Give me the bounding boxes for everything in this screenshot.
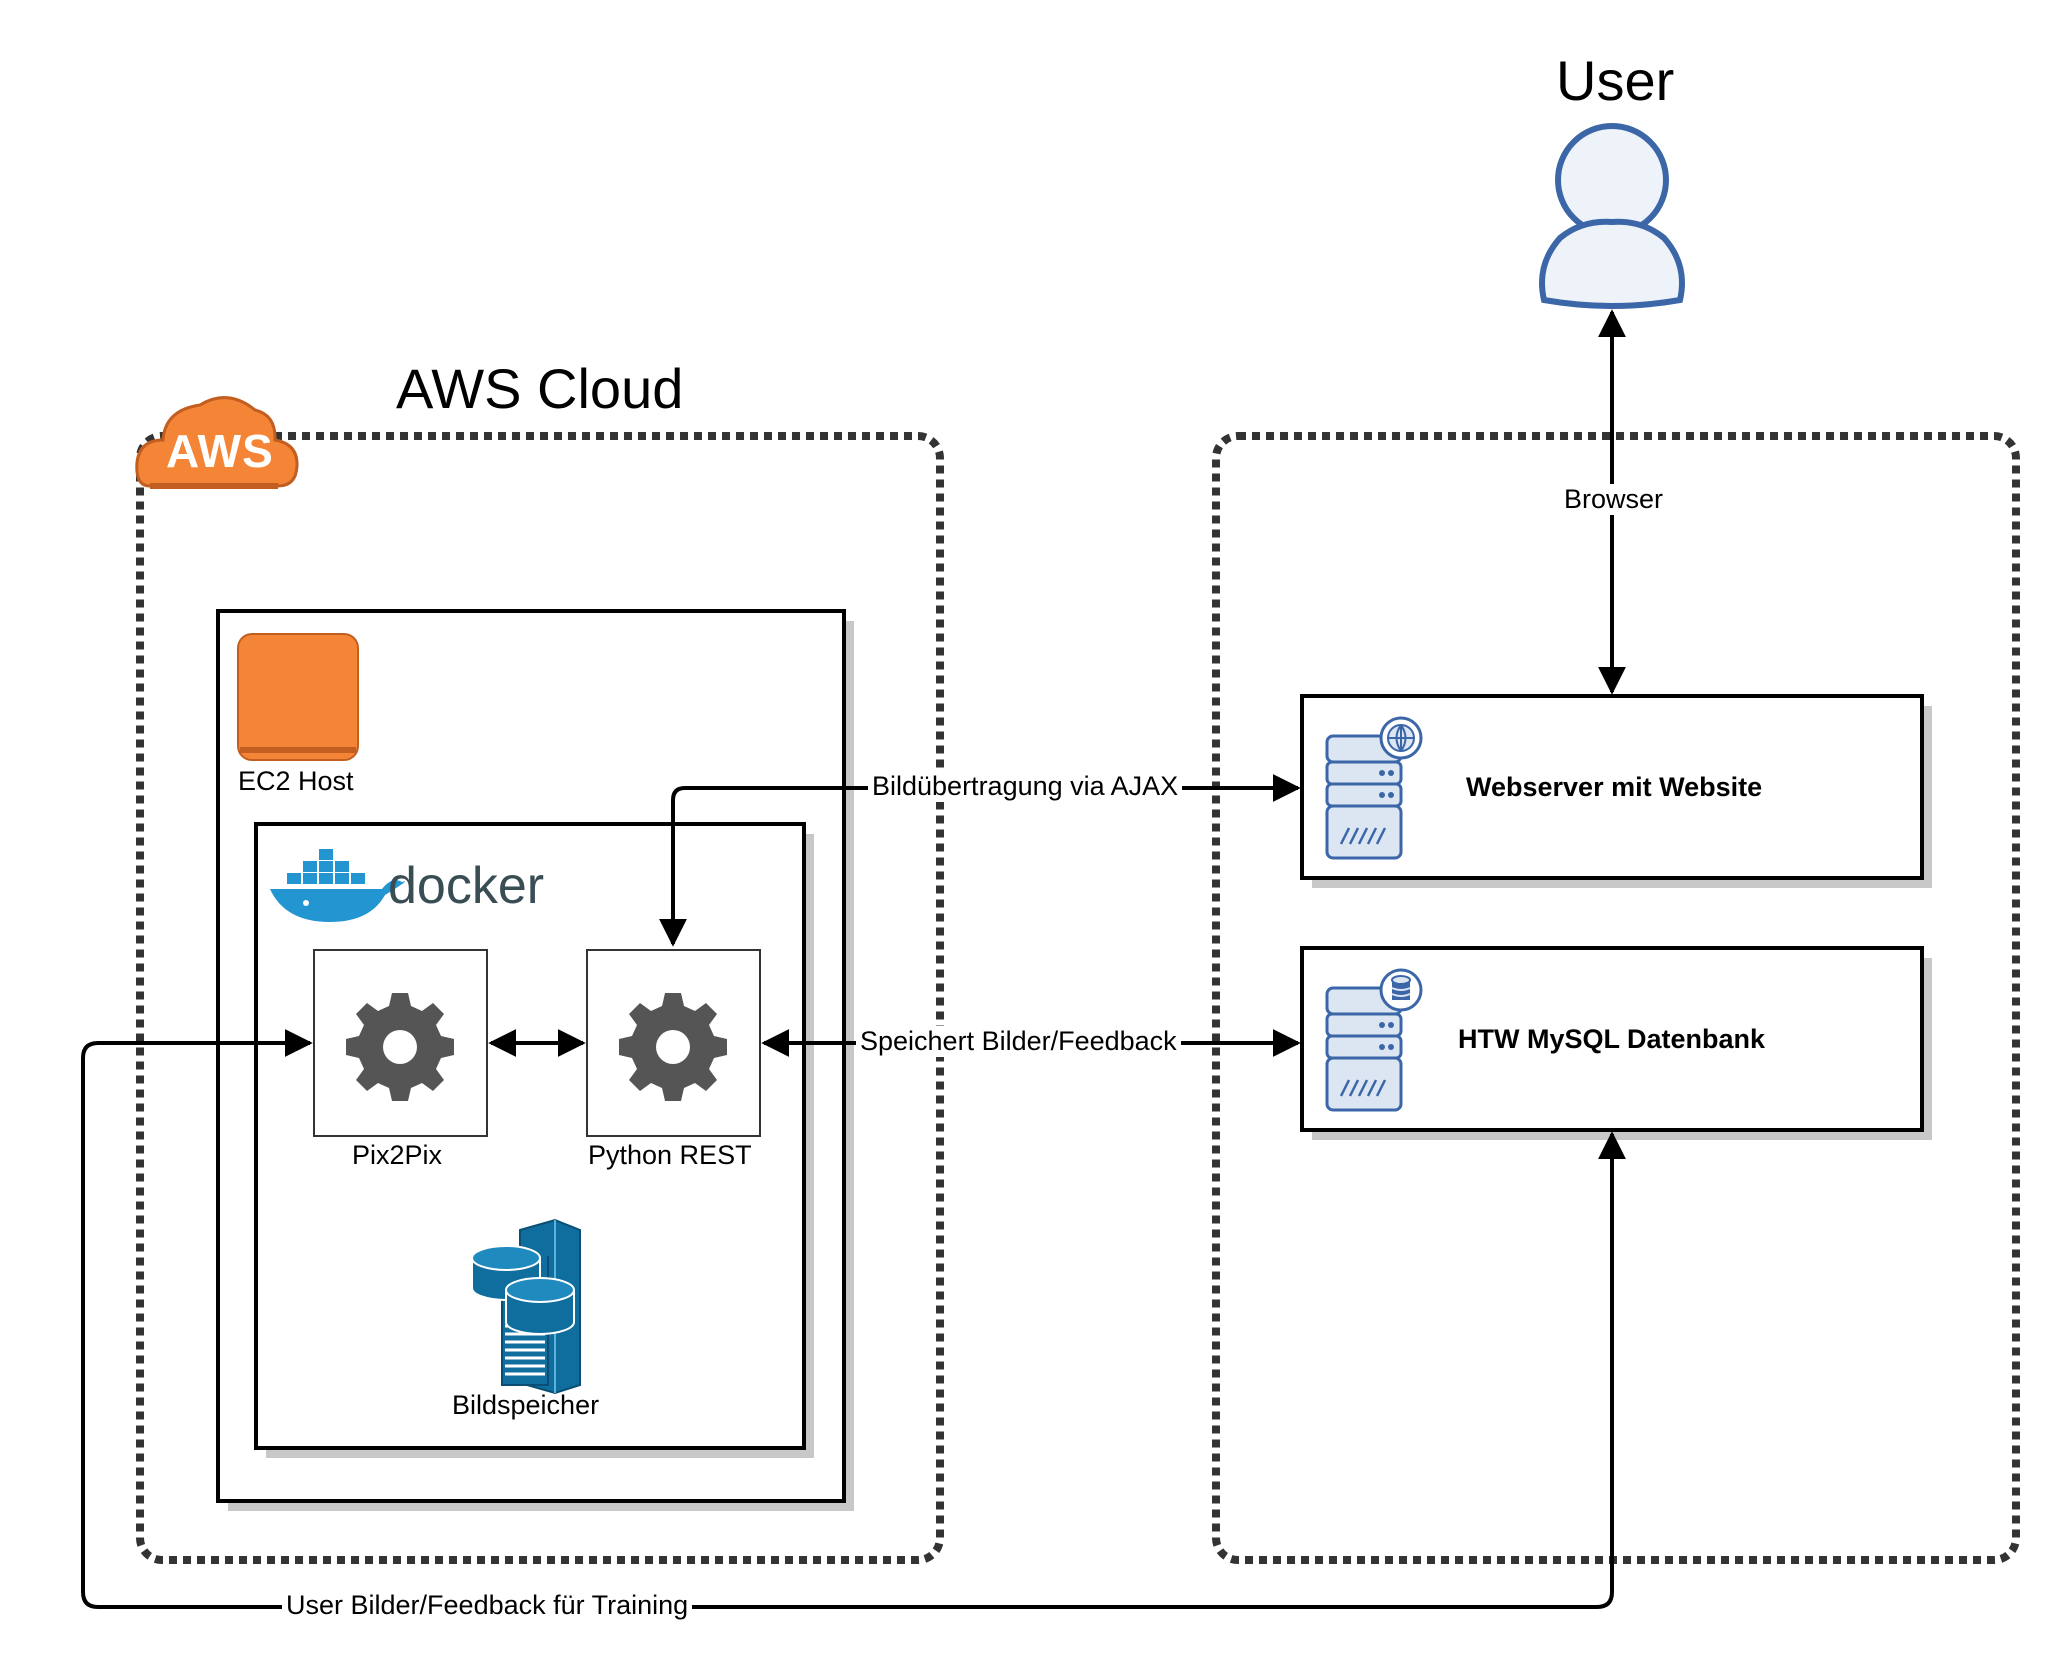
aws-cloud-group (136, 432, 944, 1564)
globe-icon (1379, 716, 1423, 760)
user-title: User (1556, 49, 1675, 112)
training-edge (81, 1029, 1626, 1609)
docker-logo-text: docker (388, 857, 545, 915)
pix2pix-label: Pix2Pix (352, 1140, 443, 1170)
ec2-host-label: EC2 Host (238, 766, 354, 796)
aws-logo-text: AWS (166, 425, 274, 477)
docker-whale-icon (270, 849, 406, 922)
ec2-icon (237, 633, 359, 761)
python-rest-label: Python REST (588, 1140, 752, 1170)
python-rest-gear-icon (619, 993, 727, 1101)
ajax-edge (659, 774, 1301, 947)
storage-icon (471, 1218, 581, 1395)
browser-edge-label: Browser (1562, 484, 1666, 515)
ajax-edge-label: Bildübertragung via AJAX (868, 771, 1183, 802)
user-icon (1539, 123, 1685, 309)
webserver-label: Webserver mit Website (1466, 772, 1763, 802)
database-icon (1379, 968, 1423, 1012)
pix2pix-gear-icon (346, 993, 454, 1101)
database-label: HTW MySQL Datenbank (1458, 1024, 1766, 1054)
training-edge-label: User Bilder/Feedback für Training (282, 1590, 693, 1621)
storage-label: Bildspeicher (452, 1390, 600, 1420)
store-edge-label: Speichert Bilder/Feedback (856, 1026, 1181, 1057)
aws-cloud-title: AWS Cloud (396, 357, 684, 420)
aws-logo-icon (135, 396, 299, 489)
